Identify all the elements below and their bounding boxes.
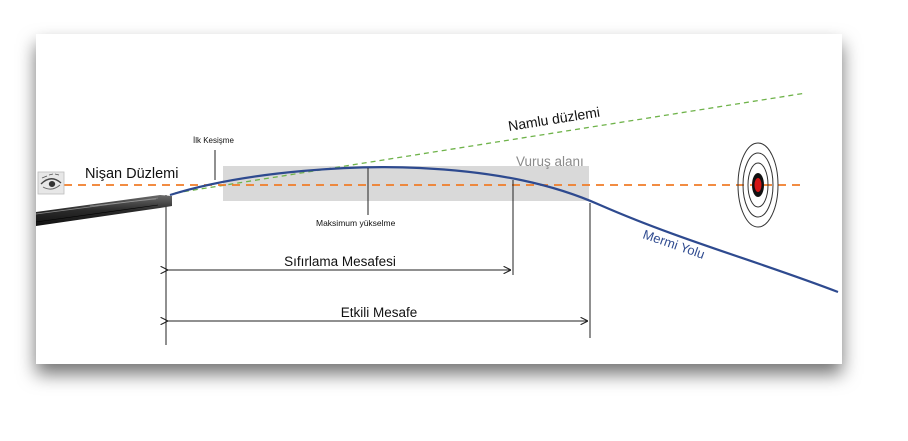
sight-plane-label: Nişan Düzlemi [85, 166, 178, 182]
eye-icon [37, 171, 65, 195]
bullseye-target-icon [737, 142, 779, 228]
hit-zone-label: Vuruş alanı [516, 154, 584, 169]
zero-distance-label: Sıfırlama Mesafesi [284, 254, 396, 269]
rifle-barrel-icon [35, 195, 172, 226]
target-center-dot [754, 178, 762, 192]
barrel-plane-line [174, 92, 807, 194]
first-intersection-label: İlk Kesişme [193, 136, 234, 145]
bullet-trajectory [169, 166, 839, 294]
effective-distance-label: Etkili Mesafe [341, 305, 418, 320]
max-rise-label: Maksimum yükselme [316, 218, 396, 228]
